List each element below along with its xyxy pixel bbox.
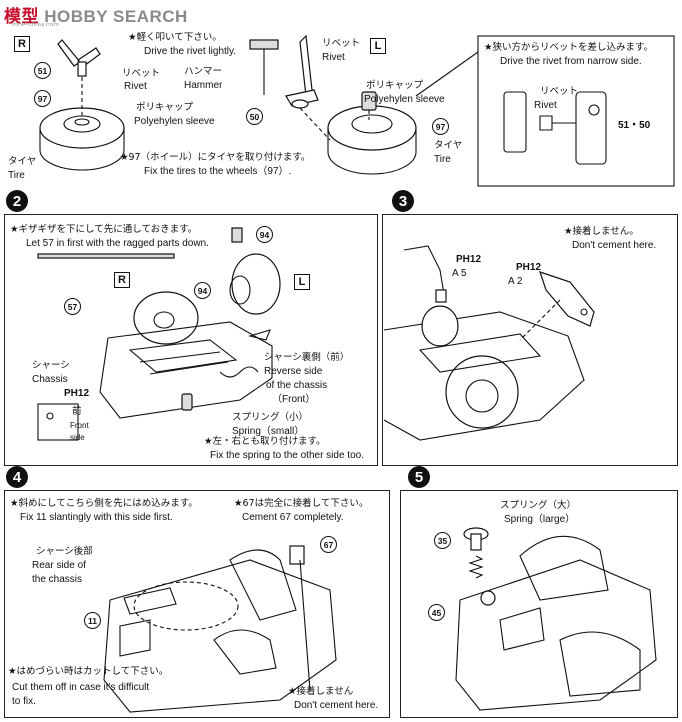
step2-spring-jp: スプリング（小） — [232, 412, 309, 423]
step1-poly2-jp: ポリキャップ — [366, 80, 424, 91]
part-35-label: 35 — [434, 532, 451, 549]
step2-spring-en: Spring（small） — [232, 426, 305, 437]
step1-tire2-en: Tire — [434, 154, 451, 165]
step1-hammer-en: Hammer — [184, 80, 223, 91]
step4-panel — [4, 490, 390, 718]
step4-slant-jp: ★斜めにしてこちら側を先にはめ込みます。 — [10, 498, 198, 509]
step5-panel — [400, 490, 678, 718]
step1-poly-en: Polyehylen sleeve — [134, 116, 215, 127]
step4-nocement-en: Don't cement here. — [294, 700, 379, 711]
part-97-label: 97 — [34, 90, 51, 107]
watermark-site: moe-show.com — [12, 22, 59, 29]
step5-spring-en: Spring（large） — [504, 514, 576, 525]
step5-number: 5 — [408, 466, 430, 488]
step4-cut-en2: to fix. — [12, 696, 36, 707]
step2-chassis-en: Chassis — [32, 374, 68, 385]
step4-nocement-jp: ★接着しません — [288, 686, 354, 697]
step1-poly2-en: Polyehylen sleeve — [364, 94, 445, 105]
step2-right-box: R — [114, 272, 130, 288]
step2-front-jp: 前 — [72, 406, 82, 417]
step3-ph-a: PH12 — [456, 254, 482, 265]
watermark-logo: 模型 HOBBY SEARCH — [4, 2, 188, 27]
step1-rivet2-jp: リベット — [322, 38, 361, 49]
step4-rear-en2: the chassis — [32, 574, 83, 585]
part-94b-label: 94 — [194, 282, 211, 299]
step1-rivet3-en: Rivet — [534, 100, 557, 111]
step1-right-side-box: R — [14, 36, 30, 52]
step4-rear-en1: Rear side of — [32, 560, 86, 571]
step4-cut-jp: ★はめづらい時はカットして下さい。 — [8, 666, 169, 677]
step2-reverse-jp: シャーシ裏側（前） — [264, 352, 350, 363]
step2-reverse-en2: of the chassis — [266, 380, 328, 391]
step1-poly-jp: ポリキャップ — [136, 102, 194, 113]
step4-cut-en1: Cut them off in case it's difficult — [12, 682, 150, 693]
step1-panel — [4, 26, 678, 186]
step2-reverse-en1: Reverse side — [264, 366, 323, 377]
step2-front-en: Front side — [70, 421, 89, 442]
step1-narrow-jp: ★狭い方からリベットを差し込みます。 — [484, 42, 654, 53]
step1-left-side-box: L — [370, 38, 386, 54]
step1-hammer-jp: ハンマー — [184, 66, 223, 77]
step3-ph-b: PH12 — [516, 262, 542, 273]
part-45-label: 45 — [428, 604, 445, 621]
step3-a5: A 5 — [452, 268, 467, 279]
step4-slant-en: Fix 11 slantingly with this side first. — [20, 512, 173, 523]
step1-tire2-jp: タイヤ — [434, 140, 463, 151]
step4-rear-jp: シャーシ後部 — [36, 546, 93, 557]
step4-cement-en: Cement 67 completely. — [242, 512, 344, 523]
step4-number: 4 — [6, 466, 28, 488]
step3-number: 3 — [392, 190, 414, 212]
step2-ragged-jp: ★ギザギザを下にして先に通しておきます。 — [10, 224, 198, 235]
step4-cement-jp: ★67は完全に接着して下さい。 — [234, 498, 369, 509]
step1-tire-en: Tire — [8, 170, 25, 181]
step1-rivet2-en: Rivet — [322, 52, 345, 63]
step1-lightly-jp: ★軽く叩いて下さい。 — [128, 32, 222, 43]
part-51-50-label: 51・50 — [618, 120, 651, 131]
step1-rivet3-jp: リベット — [540, 86, 579, 97]
step2-other-en: Fix the spring to the other side too. — [210, 450, 364, 461]
part-97b-label: 97 — [432, 118, 449, 135]
step2-reverse-en3: （Front） — [272, 394, 316, 405]
watermark-brand: HOBBY SEARCH — [44, 7, 188, 26]
step1-fix-en: Fix the tires to the wheels（97）. — [144, 166, 292, 177]
step1-narrow-en: Drive the rivet from narrow side. — [500, 56, 642, 67]
step2-ragged-en: Let 57 in first with the ragged parts do… — [26, 238, 209, 249]
part-57-label: 57 — [64, 298, 81, 315]
part-50-label: 50 — [246, 108, 263, 125]
part-67-label: 67 — [320, 536, 337, 553]
step3-nocement-jp: ★接着しません。 — [564, 226, 639, 237]
step3-a2: A 2 — [508, 276, 523, 287]
part-51-label: 51 — [34, 62, 51, 79]
step1-rivet-jp: リベット — [122, 68, 161, 79]
step1-lightly-en: Drive the rivet lightly. — [144, 46, 237, 57]
step2-left-box: L — [294, 274, 310, 290]
step1-rivet-en: Rivet — [124, 81, 147, 92]
step2-number: 2 — [6, 190, 28, 212]
part-11-label: 11 — [84, 612, 101, 629]
part-94a-label: 94 — [256, 226, 273, 243]
step2-chassis-jp: シャーシ — [32, 360, 70, 371]
step2-ph: PH12 — [64, 388, 90, 399]
step5-spring-jp: スプリング（大） — [500, 500, 577, 511]
step1-tire-jp: タイヤ — [8, 156, 37, 167]
watermark-brand-red: 模型 — [4, 7, 39, 26]
step2-other-jp: ★左・右とも取り付けます。 — [204, 436, 326, 447]
step1-fix-jp: ★97（ホイール）にタイヤを取り付けます。 — [120, 152, 311, 163]
step3-nocement-en: Don't cement here. — [572, 240, 657, 251]
